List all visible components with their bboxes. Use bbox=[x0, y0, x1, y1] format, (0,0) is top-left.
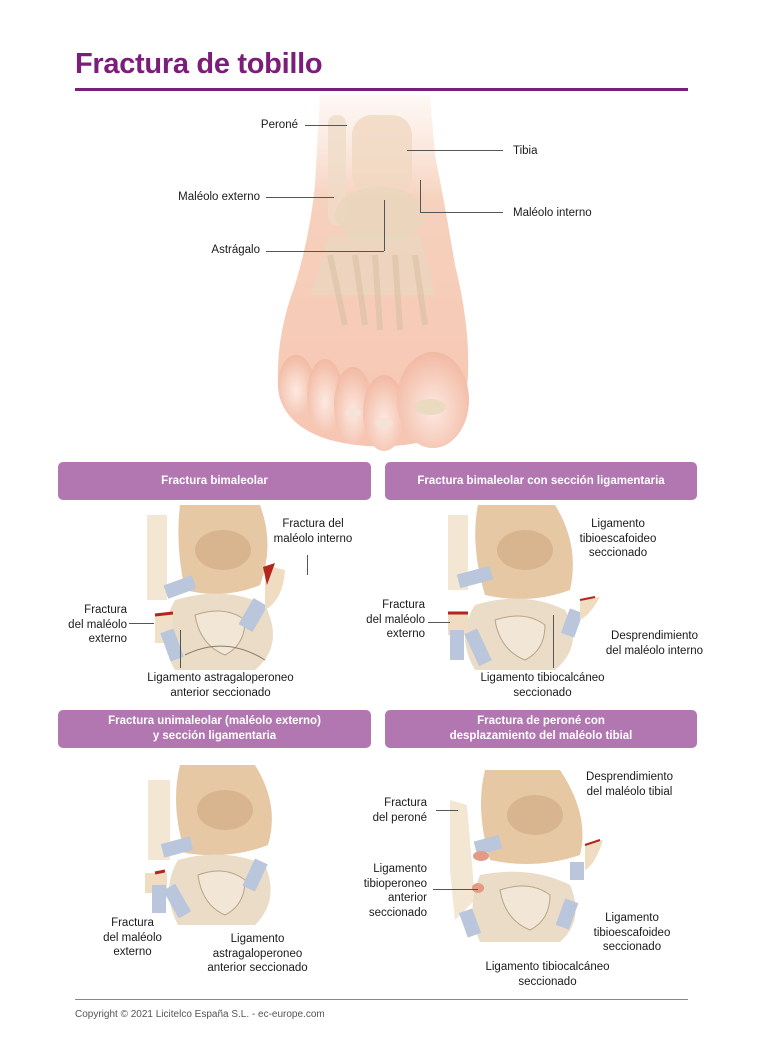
leader-maleolo-interno bbox=[420, 212, 503, 213]
label-tibia: Tibia bbox=[513, 145, 538, 157]
leader-maleolo-externo bbox=[266, 197, 334, 198]
panel2-label-fractura-maleolo-externo: Fractura del maléolo externo bbox=[366, 599, 425, 640]
label-perone: Peroné bbox=[260, 119, 298, 131]
panel1-label-fractura-maleolo-externo: Fractura del maléolo externo bbox=[68, 604, 127, 645]
ankle-illustration-bimaleolar-ligamentaria bbox=[448, 505, 600, 670]
leader-tibia bbox=[407, 150, 503, 151]
leader-astragalo-v bbox=[384, 200, 385, 251]
leader-maleolo-interno-v bbox=[420, 180, 421, 212]
ankle-illustration-perone-desplazamiento bbox=[450, 770, 603, 942]
panel1-leader-externo bbox=[129, 623, 154, 624]
panel-heading-bimaleolar: Fractura bimaleolar bbox=[58, 462, 371, 500]
panel3-label-fractura-maleolo-externo: Fractura del maléolo externo bbox=[103, 917, 162, 958]
panel1-leader-interno bbox=[307, 555, 308, 575]
panel3-label-ligamento-astragaloperoneo: Ligamento astragaloperoneo anterior secc… bbox=[207, 933, 308, 974]
panel-heading-unimaleolar: Fractura unimaleolar (maléolo externo) y… bbox=[58, 710, 371, 748]
panel2-label-ligamento-tibiocalcaneo: Ligamento tibiocalcáneo seccionado bbox=[480, 672, 605, 699]
ankle-illustration-unimaleolar bbox=[145, 765, 272, 925]
panel4-label-ligamento-tibiocalcaneo: Ligamento tibiocalcáneo seccionado bbox=[485, 961, 610, 988]
label-maleolo-interno: Maléolo interno bbox=[513, 207, 592, 219]
ankle-illustration-bimaleolar bbox=[147, 505, 285, 670]
footer-divider bbox=[75, 999, 688, 1000]
page-title: Fractura de tobillo bbox=[75, 48, 323, 80]
panel2-label-desprendimiento-maleolo-interno: Desprendimiento del maléolo interno bbox=[605, 630, 704, 657]
panel4-label-ligamento-tibioescafoideo: Ligamento tibioescafoideo seccionado bbox=[593, 912, 671, 953]
panel2-leader-tibiocalcaneo bbox=[553, 615, 554, 668]
panel1-label-fractura-maleolo-interno: Fractura del maléolo interno bbox=[273, 518, 353, 545]
panel4-leader-perone bbox=[436, 810, 458, 811]
panel-heading-perone: Fractura de peroné con desplazamiento de… bbox=[385, 710, 697, 748]
panel4-label-ligamento-tibioperoneo: Ligamento tibioperoneo anterior secciona… bbox=[363, 863, 427, 919]
title-divider bbox=[75, 88, 688, 91]
copyright-text: Copyright © 2021 Licitelco España S.L. -… bbox=[75, 1009, 325, 1020]
panel1-label-ligamento-astragaloperoneo: Ligamento astragaloperoneo anterior secc… bbox=[147, 672, 294, 699]
panel-heading-bimaleolar-ligamentaria: Fractura bimaleolar con sección ligament… bbox=[385, 462, 697, 500]
panel2-leader-externo bbox=[428, 622, 450, 623]
panel2-label-ligamento-tibioescafoideo: Ligamento tibioescafoideo seccionado bbox=[579, 518, 657, 559]
leader-astragalo bbox=[266, 251, 384, 252]
panel4-leader-tibioperoneo bbox=[433, 889, 478, 890]
label-maleolo-externo: Maléolo externo bbox=[178, 191, 260, 203]
panel4-label-fractura-perone: Fractura del peroné bbox=[372, 797, 427, 824]
panel1-leader-ligamento bbox=[180, 630, 181, 668]
label-astragalo: Astrágalo bbox=[211, 244, 260, 256]
leader-perone bbox=[305, 125, 347, 126]
foot-anatomy-illustration bbox=[277, 95, 469, 451]
panel4-label-desprendimiento-maleolo-tibial: Desprendimiento del maléolo tibial bbox=[586, 771, 673, 798]
